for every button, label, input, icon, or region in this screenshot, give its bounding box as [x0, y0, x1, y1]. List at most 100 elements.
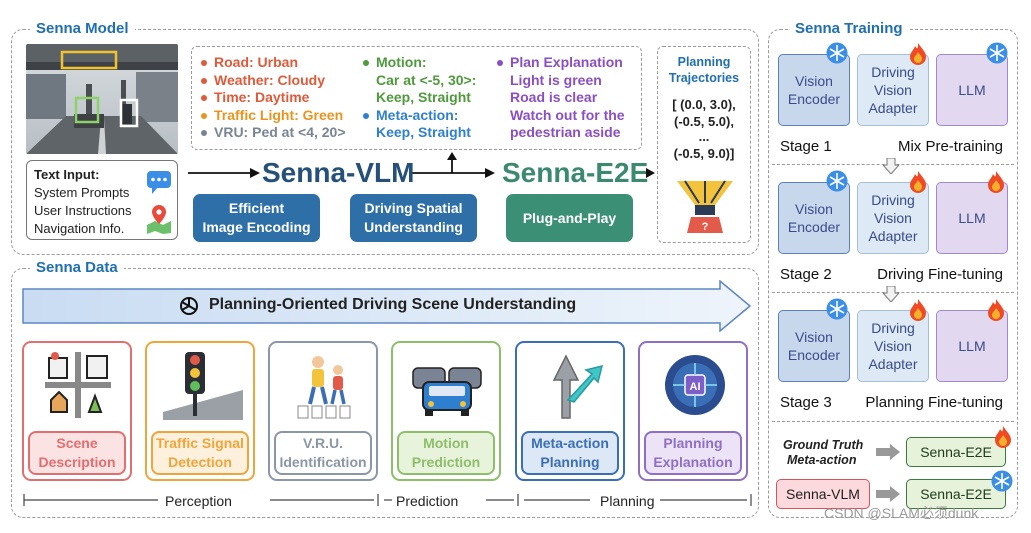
info-motion-line-2: Keep, Straight: [376, 89, 471, 105]
road-fork-icon: ?: [677, 180, 733, 233]
city-buildings-icon: [45, 352, 111, 418]
data-card-label-line-1: Scene: [56, 435, 98, 451]
senna-training-title: Senna Training: [789, 20, 909, 37]
senna-model-panel: [11, 29, 759, 255]
scene-info-box: [191, 46, 642, 150]
data-card-label-line-1: V.R.U.: [303, 435, 343, 451]
senna-e2e-box-2: Senna-E2E: [906, 479, 1006, 509]
stage-name-2: Stage 2: [780, 266, 832, 283]
group-label-planning: Planning: [600, 493, 655, 509]
button-2-line-1: Driving Spatial: [364, 200, 463, 216]
data-card-label-line-2: Description: [38, 454, 116, 470]
driving-vision-adapter-box-stage-3-text: Adapter: [868, 356, 918, 372]
info-traffic-light: Traffic Light: Green: [214, 106, 344, 123]
group-label-perception: Perception: [165, 493, 232, 509]
vision-encoder-box-stage-3-text: Vision: [795, 329, 833, 345]
snowflake-icon: [826, 42, 848, 69]
stage-name-3: Stage 3: [780, 394, 832, 411]
data-card-3: V.R.U.Identification: [268, 341, 378, 481]
info-weather: Weather: Cloudy: [214, 71, 325, 88]
driving-vision-adapter-box-stage-3-text: Driving: [871, 320, 915, 336]
svg-text:AI: AI: [690, 381, 701, 393]
driving-vision-adapter-box-stage-1-text: Vision: [874, 82, 912, 98]
trajectories-title-1: Planning: [677, 55, 731, 69]
ground-truth-label-2: Meta-action: [787, 453, 857, 467]
stage-name-1: Stage 1: [780, 138, 832, 155]
stage-separator-3: [772, 421, 1014, 422]
vlm-arrow: [876, 486, 900, 502]
watermark: CSDN @SLAM必须dunk: [824, 505, 979, 521]
plug-and-play-button: Plug-and-Play: [506, 194, 633, 242]
vision-encoder-box-stage-2-text: Encoder: [787, 219, 841, 235]
data-card-label-line-2: Planning: [540, 454, 600, 470]
info-plan-line-2: Road is clear: [510, 89, 598, 105]
senna-model-title: Senna Model: [30, 20, 135, 37]
llm-box-stage-3: LLM: [936, 310, 1008, 382]
senna-e2e-title: Senna-E2E: [502, 157, 649, 188]
trajectory-line-1: [ (0.0, 3.0),: [672, 97, 736, 112]
vision-encoder-box-stage-1-text: Vision: [795, 73, 833, 89]
snowflake-icon: [986, 42, 1008, 69]
street-scene-illustration: [26, 44, 178, 154]
data-card-label-line-1: Motion: [423, 435, 469, 451]
trajectory-line-2: (-0.5, 5.0),: [674, 114, 734, 129]
data-card-label-line-1: Planning: [663, 435, 723, 451]
data-card-label-line-1: Meta-action: [531, 435, 609, 451]
stage-desc-1: Mix Pre-training: [897, 138, 1003, 155]
data-card-label-line-2: Prediction: [411, 454, 481, 470]
fire-icon: [986, 298, 1006, 327]
gt-arrow: [876, 444, 900, 460]
svg-text:?: ?: [702, 221, 709, 233]
info-time: Time: Daytime: [214, 89, 310, 105]
info-meta-value: Keep, Straight: [376, 124, 471, 140]
info-column-prediction: Motion: Car at <-5, 30>: Keep, Straight …: [363, 54, 476, 142]
text-input-line-1: System Prompts: [34, 185, 130, 200]
openai-logo-icon: [180, 297, 198, 315]
llm-box-stage-2-text: LLM: [958, 210, 986, 226]
senna-vlm-box: Senna-VLM: [776, 479, 870, 509]
vision-encoder-box-stage-2-text: Vision: [795, 201, 833, 217]
senna-e2e-box-1: Senna-E2E: [906, 437, 1006, 467]
info-road: Road: Urban: [214, 54, 298, 70]
driving-vision-adapter-box-stage-2-text: Adapter: [868, 228, 918, 244]
driving-vision-adapter-box-stage-3-text: Vision: [874, 338, 912, 354]
planning-trajectories-box: Planning Trajectories [ (0.0, 3.0), (-0.…: [657, 46, 751, 243]
trajectory-line-4: (-0.5, 9.0)]: [673, 146, 735, 161]
fire-icon: [986, 170, 1006, 199]
fire-icon: [908, 42, 928, 71]
fire-icon: [908, 170, 928, 199]
fire-icon: [908, 298, 928, 327]
info-column-planning: Plan Explanation Light is green Road is …: [497, 54, 625, 142]
text-input-heading: Text Input:: [34, 167, 100, 182]
stage-desc-3: Planning Fine-tuning: [865, 394, 1003, 411]
data-card-label-line-2: Detection: [168, 454, 232, 470]
info-vru: VRU: Ped at <4, 20>: [214, 124, 346, 140]
info-motion-label: Motion:: [376, 54, 427, 70]
info-plan-label: Plan Explanation: [510, 54, 623, 70]
driving-vision-adapter-box-stage-1-text: Adapter: [868, 100, 918, 116]
llm-box-stage-1-text: LLM: [958, 82, 986, 98]
snowflake-icon: [826, 298, 848, 325]
snowflake-icon: [991, 470, 1013, 492]
driving-vision-adapter-box-stage-1-text: Driving: [871, 64, 915, 80]
trajectories-title-2: Trajectories: [668, 71, 740, 85]
banner-text: Planning-Oriented Driving Scene Understa…: [209, 296, 577, 313]
camera-image: [26, 44, 178, 154]
cars-icon: [412, 367, 482, 416]
text-input-line-3: Navigation Info.: [34, 221, 125, 236]
ground-truth-label-1: Ground Truth: [783, 438, 864, 452]
stage-arrow-1: [883, 158, 899, 174]
vision-encoder-box-stage-3-text: Encoder: [787, 347, 841, 363]
